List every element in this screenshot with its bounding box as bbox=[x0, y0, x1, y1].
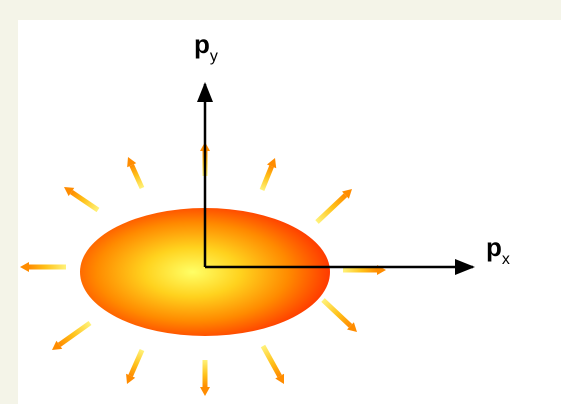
flow-arrow-icon bbox=[200, 360, 210, 396]
flow-arrow-icon bbox=[321, 298, 358, 333]
px-label-sub: x bbox=[502, 251, 510, 268]
flow-arrow-icon bbox=[52, 320, 92, 350]
px-label-base: p bbox=[486, 232, 502, 262]
px-axis-label: px bbox=[486, 232, 510, 268]
diagram-panel bbox=[18, 20, 561, 404]
flow-arrow-icon bbox=[259, 158, 277, 191]
py-label-base: p bbox=[194, 29, 210, 59]
momentum-ellipse bbox=[80, 208, 330, 336]
py-label-sub: y bbox=[210, 48, 218, 65]
flow-arrow-icon bbox=[315, 188, 353, 224]
flow-arrow-icon bbox=[127, 157, 145, 190]
flow-arrow-icon bbox=[20, 262, 66, 272]
flow-arrow-icon bbox=[63, 186, 100, 213]
py-axis-label: py bbox=[194, 29, 218, 65]
flow-arrow-icon bbox=[260, 344, 285, 385]
flow-arrow-icon bbox=[126, 348, 145, 384]
